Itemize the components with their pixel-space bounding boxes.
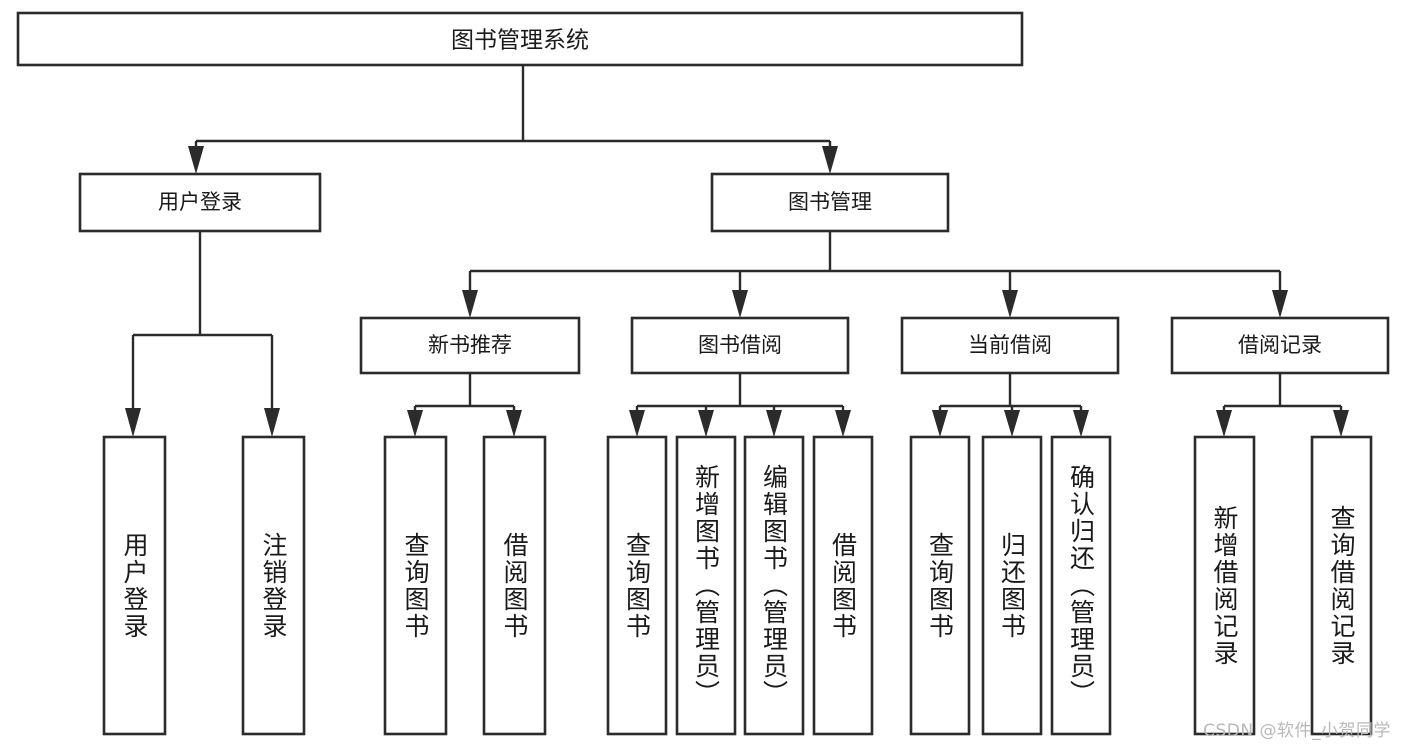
leaf-box-user-login[interactable] bbox=[102, 435, 167, 736]
arrowhead-leaf-return-book bbox=[1004, 410, 1020, 437]
arrowhead-leaf-user-login bbox=[125, 408, 141, 437]
node-root-box[interactable] bbox=[16, 11, 1024, 67]
node-new-book-rec-box[interactable] bbox=[359, 316, 581, 375]
arrowhead-to-borrow-record bbox=[1272, 290, 1288, 318]
node-borrow-record-label: 借阅记录 bbox=[1238, 333, 1322, 357]
node-current-borrow-label: 当前借阅 bbox=[968, 333, 1052, 357]
arrowhead-leaf-logout bbox=[264, 408, 280, 437]
arrowhead-to-user-login bbox=[188, 146, 204, 174]
arrowhead-leaf-query-record bbox=[1333, 410, 1349, 437]
arrowhead-to-book-borrow bbox=[732, 290, 748, 318]
node-borrow-record-box[interactable] bbox=[1170, 316, 1390, 375]
arrowhead-leaf-add-book bbox=[698, 410, 714, 437]
csdn-watermark: CSDN @软件_小贺同学 bbox=[1203, 721, 1391, 741]
leaf-box-query-book-a[interactable] bbox=[383, 435, 448, 736]
leaf-box-query-book-c[interactable] bbox=[909, 435, 971, 736]
connector-group-root bbox=[188, 65, 838, 174]
node-book-manage-box[interactable] bbox=[710, 172, 950, 233]
node-book-manage-label: 图书管理 bbox=[788, 190, 872, 214]
leaf-box-query-record[interactable] bbox=[1310, 435, 1373, 736]
leaf-box-confirm-return[interactable] bbox=[1050, 435, 1112, 736]
connector-group-new-book-rec bbox=[407, 373, 522, 437]
leaf-box-borrow-book-b[interactable] bbox=[812, 435, 874, 736]
arrowhead-to-book-manage bbox=[822, 146, 838, 174]
arrowhead-leaf-edit-book bbox=[766, 410, 782, 437]
arrowhead-leaf-borrow-book-b bbox=[835, 410, 851, 437]
arrowhead-to-new-book-rec bbox=[462, 290, 478, 318]
arrowhead-leaf-confirm-return bbox=[1073, 410, 1089, 437]
connector-group-book-manage bbox=[462, 231, 1288, 318]
arrowhead-leaf-query-book-c bbox=[932, 410, 948, 437]
node-book-borrow-label: 图书借阅 bbox=[698, 333, 782, 357]
connector-group-current-borrow bbox=[932, 373, 1089, 437]
node-book-borrow-box[interactable] bbox=[630, 316, 850, 375]
node-root-label: 图书管理系统 bbox=[451, 28, 589, 54]
arrowhead-to-current-borrow bbox=[1002, 290, 1018, 318]
leaf-box-add-book[interactable] bbox=[675, 435, 737, 736]
node-user-login-box[interactable] bbox=[78, 172, 322, 233]
leaf-box-return-book[interactable] bbox=[981, 435, 1043, 736]
connector-group-book-borrow bbox=[629, 373, 851, 437]
node-new-book-rec-label: 新书推荐 bbox=[428, 333, 512, 357]
arrowhead-leaf-add-record bbox=[1216, 410, 1232, 437]
node-user-login-label: 用户登录 bbox=[158, 190, 242, 214]
connector-group-borrow-record bbox=[1216, 373, 1349, 437]
leaf-box-borrow-book-a[interactable] bbox=[482, 435, 547, 736]
leaf-box-logout[interactable] bbox=[241, 435, 306, 736]
arrowhead-leaf-borrow-book-a bbox=[506, 410, 522, 437]
leaf-box-query-book-b[interactable] bbox=[606, 435, 668, 736]
leaf-box-edit-book[interactable] bbox=[743, 435, 805, 736]
arrowhead-leaf-query-book-b bbox=[629, 410, 645, 437]
node-current-borrow-box[interactable] bbox=[900, 316, 1120, 375]
leaf-box-add-record[interactable] bbox=[1193, 435, 1256, 736]
connector-group-user-login bbox=[125, 231, 280, 437]
arrowhead-leaf-query-book-a bbox=[407, 410, 423, 437]
